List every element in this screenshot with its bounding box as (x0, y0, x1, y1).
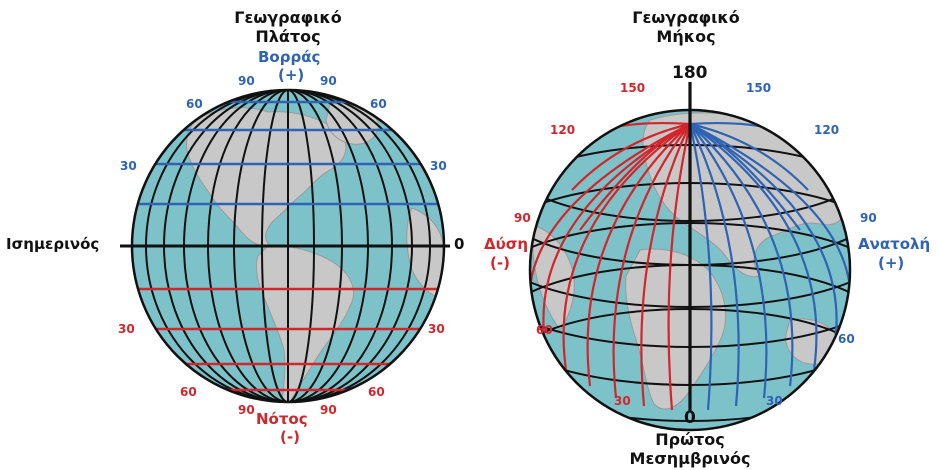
south-tick-90-left: 90 (238, 403, 255, 417)
east-tick-60: 60 (838, 332, 855, 346)
south-tick-30-left: 30 (118, 322, 135, 336)
south-label: Νότος (256, 410, 308, 428)
east-label: Ανατολή (858, 235, 931, 253)
north-tick-60-left: 60 (186, 97, 203, 111)
longitude-title-line1: Γεωγραφικό (632, 8, 740, 27)
prime-meridian-line2: Μεσημβρινός (629, 449, 751, 468)
longitude-180-label: 180 (672, 63, 708, 83)
east-tick-90: 90 (860, 211, 877, 225)
south-tick-60-right: 60 (368, 385, 385, 399)
north-sign: (+) (278, 66, 305, 84)
west-label: Δύση (484, 235, 529, 253)
east-tick-120: 120 (814, 123, 840, 137)
prime-meridian-line1: Πρώτος (655, 430, 725, 449)
north-tick-90-left: 90 (238, 74, 255, 88)
north-tick-30-right: 30 (430, 159, 447, 173)
north-tick-90-right: 90 (320, 74, 337, 88)
equator-label: Ισημερινός (6, 235, 100, 253)
latitude-title-line2: Πλάτος (255, 27, 321, 46)
east-tick-30: 30 (766, 394, 783, 408)
south-tick-90-right: 90 (320, 403, 337, 417)
prime-meridian-value: 0 (684, 408, 696, 428)
west-tick-90: 90 (514, 211, 531, 225)
north-tick-60-right: 60 (370, 97, 387, 111)
longitude-title-line2: Μήκος (656, 27, 716, 46)
latitude-title-line1: Γεωγραφικό (234, 8, 342, 27)
south-tick-60-left: 60 (180, 385, 197, 399)
west-tick-60: 60 (536, 323, 553, 337)
north-label: Βορράς (258, 48, 321, 66)
longitude-globe-land (532, 112, 848, 410)
south-sign: (-) (280, 428, 300, 446)
equator-value: 0 (454, 235, 465, 253)
west-tick-150: 150 (620, 81, 646, 95)
east-tick-150: 150 (746, 81, 772, 95)
latitude-globe-land (186, 102, 444, 402)
north-tick-30-left: 30 (120, 159, 137, 173)
east-sign: (+) (878, 254, 905, 272)
west-tick-120: 120 (550, 123, 576, 137)
south-tick-30-right: 30 (428, 322, 445, 336)
west-tick-30: 30 (614, 394, 631, 408)
west-sign: (-) (490, 254, 510, 272)
